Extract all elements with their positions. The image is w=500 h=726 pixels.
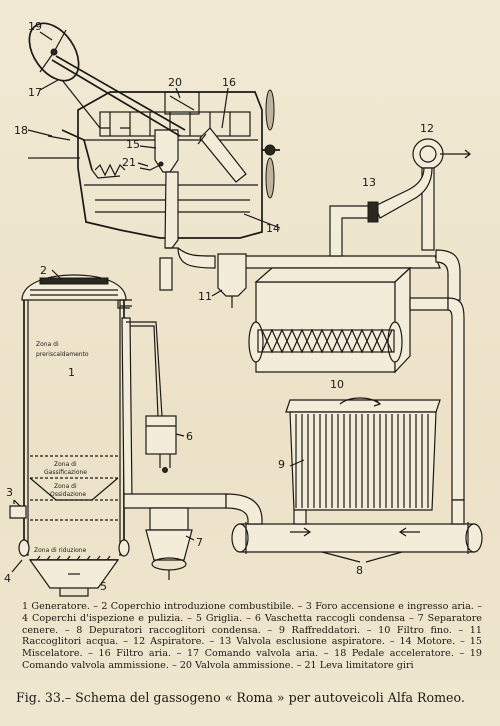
legend-item: 3 Foro accensione e ingresso aria. bbox=[305, 601, 474, 612]
label-6: 6 bbox=[186, 430, 193, 443]
legend-item: 20 Valvola ammissione. bbox=[179, 659, 294, 671]
label-18: 18 bbox=[14, 124, 28, 137]
legend-item: 6 Vaschetta raccogli condensa bbox=[254, 612, 406, 624]
part-number-labels: 19 17 18 20 16 15 21 12 13 14 11 10 9 8 … bbox=[4, 20, 434, 593]
legend-item: 18 Pedale acceleratore. bbox=[334, 648, 454, 660]
label-16: 16 bbox=[222, 76, 236, 89]
condensate-purifiers bbox=[231, 499, 483, 554]
label-13: 13 bbox=[362, 176, 376, 189]
legend-item: 10 Filtro fino. bbox=[378, 624, 452, 636]
legend: 1 Generatore. – 2 Coperchio introduzione… bbox=[22, 601, 483, 671]
figure-caption: Fig. 33.– Schema del gassogeno « Roma » … bbox=[16, 690, 490, 706]
legend-item: 8 Depuratori raccoglitori condensa. bbox=[76, 624, 261, 636]
label-5: 5 bbox=[100, 580, 107, 593]
zone-oxidation-line1: Zona di bbox=[54, 483, 77, 490]
zone-preheat-line2: preriscaldamento bbox=[36, 351, 89, 358]
label-17: 17 bbox=[28, 86, 42, 99]
aspirator bbox=[412, 138, 471, 251]
legend-item: 16 Filtro aria. bbox=[98, 648, 172, 660]
legend-item: 9 Raffreddatori. bbox=[278, 624, 361, 636]
legend-item: 19 Comando valvola ammissione. bbox=[22, 648, 483, 671]
gas-generator bbox=[9, 274, 133, 597]
condensate-tank bbox=[126, 321, 177, 473]
label-3: 3 bbox=[6, 486, 13, 499]
label-21: 21 bbox=[122, 156, 136, 169]
label-20: 20 bbox=[168, 76, 182, 89]
legend-item: 4 Coperchi d'ispezione e pulizia. bbox=[22, 612, 184, 624]
label-11: 11 bbox=[198, 290, 212, 303]
zone-preheat-line1: Zona di bbox=[36, 341, 59, 348]
engine-pipes bbox=[159, 167, 461, 301]
legend-item: 13 Valvola esclusione aspiratore. bbox=[219, 636, 385, 648]
zone-gasification-line2: Gassificazione bbox=[44, 469, 87, 476]
zone-oxidation-line2: Ossidazione bbox=[50, 491, 86, 498]
legend-item: 15 Miscelatore. bbox=[22, 636, 482, 660]
legend-item: 14 Motore. bbox=[399, 636, 456, 648]
legend-item: 2 Coperchio introduzione combustibile. bbox=[101, 601, 295, 612]
figure-title: – Schema del gassogeno « Roma » per auto… bbox=[64, 690, 465, 705]
legend-item: 11 Raccoglitori acqua. bbox=[22, 624, 482, 648]
legend-item: 1 Generatore. bbox=[22, 601, 90, 612]
label-2: 2 bbox=[40, 264, 47, 277]
legend-item: 12 Aspiratore. bbox=[133, 636, 205, 648]
label-7: 7 bbox=[196, 536, 203, 549]
label-19: 19 bbox=[28, 20, 42, 33]
fine-filter bbox=[248, 266, 465, 501]
label-8: 8 bbox=[356, 564, 363, 577]
water-collector bbox=[217, 253, 247, 308]
ash-separator bbox=[123, 493, 263, 580]
label-15: 15 bbox=[126, 138, 140, 151]
generator-zone-labels: Zona di preriscaldamento Zona di Gassifi… bbox=[34, 341, 89, 554]
gas-generator-diagram: 19 17 18 20 16 15 21 12 13 14 11 10 9 8 … bbox=[4, 20, 483, 597]
zone-reduction: Zona di riduzione bbox=[34, 547, 87, 554]
label-9: 9 bbox=[278, 458, 285, 471]
radiator bbox=[285, 397, 441, 511]
legend-item: 5 Griglia. bbox=[195, 612, 243, 624]
legend-item: 17 Comando valvola aria. bbox=[186, 648, 319, 660]
legend-item: 21 Leva limitatore giri bbox=[304, 659, 414, 671]
legend-item: 7 Separatore cenere. bbox=[22, 612, 482, 636]
label-4: 4 bbox=[4, 572, 11, 585]
steering-wheel bbox=[28, 22, 186, 179]
label-10: 10 bbox=[330, 378, 344, 391]
engine-assembly bbox=[77, 89, 280, 239]
label-14: 14 bbox=[266, 222, 280, 235]
label-1: 1 bbox=[68, 366, 75, 379]
figure-number: Fig. 33. bbox=[16, 690, 65, 705]
zone-gasification-line1: Zona di bbox=[54, 461, 77, 468]
label-12: 12 bbox=[420, 122, 434, 135]
